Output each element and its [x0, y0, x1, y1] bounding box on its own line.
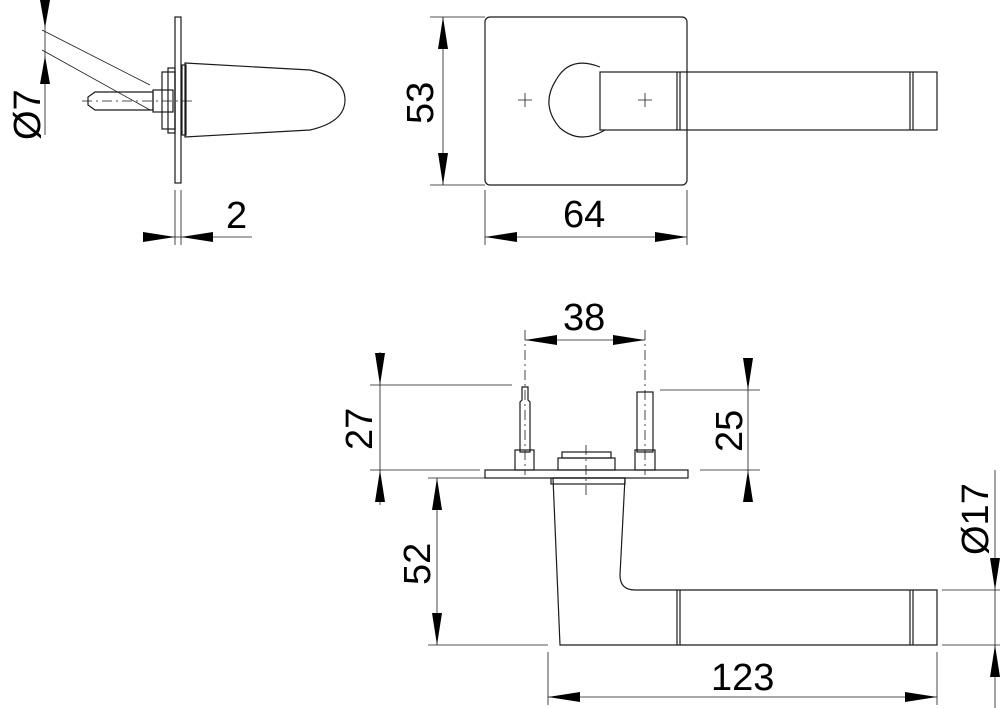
side-view: [41, 16, 346, 184]
dim-label: 64: [563, 194, 605, 236]
side-spindle: [87, 91, 154, 111]
front-view: [484, 16, 938, 186]
pin-right: [636, 391, 654, 453]
dim-label: 52: [397, 543, 439, 585]
dim-label: 123: [711, 657, 774, 699]
dim-pin-diameter: Ø7: [7, 0, 50, 140]
screw-mark-icon: [638, 93, 652, 107]
dim-label: 27: [339, 408, 381, 450]
lever-top: [552, 477, 938, 646]
dim-label: 2: [226, 195, 247, 237]
top-view: [484, 330, 938, 646]
dim-label: 53: [400, 82, 442, 124]
side-knob: [184, 62, 346, 138]
dim-label: 25: [709, 410, 751, 452]
base-plate: [484, 469, 689, 479]
dim-label: Ø17: [955, 483, 997, 555]
dim-pin-spacing: 38: [525, 297, 645, 345]
screw-mark-icon: [518, 93, 532, 107]
rose-square: [484, 16, 688, 186]
dim-plate-thickness: 2: [143, 190, 252, 245]
dim-lever-projection: 52: [397, 477, 548, 646]
hub: [557, 457, 616, 471]
dim-pin-left-length: 27: [339, 352, 512, 505]
dim-rose-height: 53: [400, 16, 485, 186]
dim-label: 38: [563, 297, 605, 339]
dim-label: Ø7: [7, 89, 49, 140]
dim-lever-length: 123: [547, 652, 938, 705]
dim-pin-right-length: 25: [660, 358, 760, 502]
dim-lever-diameter: Ø17: [942, 470, 1000, 708]
side-plate: [174, 16, 182, 184]
lever-neck: [548, 62, 606, 138]
dim-rose-width: 64: [484, 190, 688, 245]
pin-left: [519, 386, 531, 453]
lever-front: [599, 71, 938, 131]
